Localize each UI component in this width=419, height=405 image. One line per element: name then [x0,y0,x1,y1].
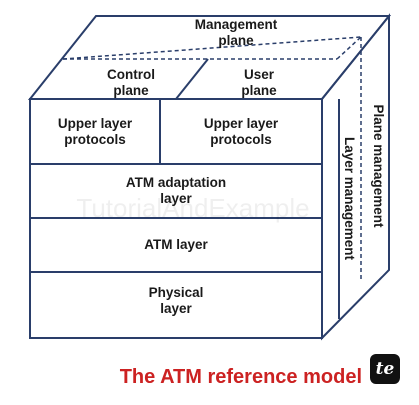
upper-layer-protocols-right-label: Upper layer protocols [203,116,279,147]
physical-layer-label: Physical layer [148,285,204,316]
upper-layer-protocols-left-label: Upper layer protocols [57,116,133,147]
user-plane-label: User plane [241,67,277,98]
layer-management-label: Layer management [342,137,357,261]
atm-adaptation-layer-label: ATM adaptation layer [125,175,227,206]
plane-management-label: Plane management [371,104,386,228]
mgmt-plane-dashed-top [62,36,362,60]
atm-layer-label: ATM layer [144,237,208,252]
top-divider-control-user [175,58,209,100]
site-logo: te [370,354,400,384]
management-plane-label: Management plane [194,17,278,48]
diagram-caption: The ATM reference model [119,366,362,388]
mgmt-plane-dashed-link [336,36,362,60]
watermark-text: TutorialAndExample [76,193,310,223]
control-plane-label: Control plane [107,67,155,98]
